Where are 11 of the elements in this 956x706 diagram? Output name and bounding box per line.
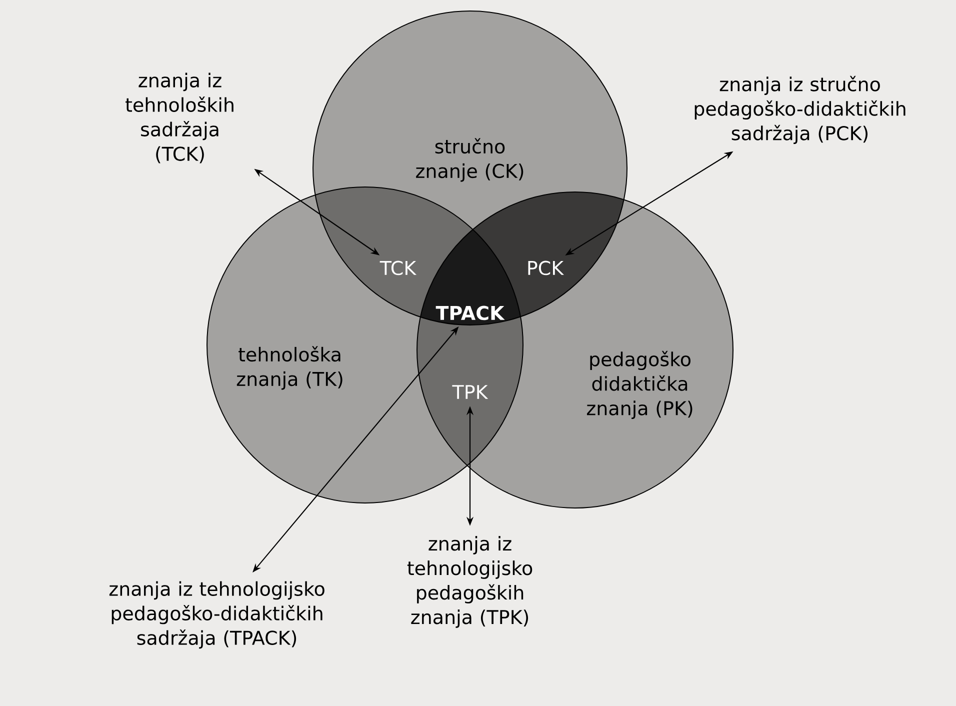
annotation-text: znanja iz tehnologijsko pedagoško-didaktičkih sadržaja (TPACK)	[109, 581, 324, 649]
annotation-text: znanja iz tehnoloških sadržaja (TCK)	[126, 72, 234, 164]
overlap-label: TPACK	[436, 306, 505, 320]
annotation-text: znanja iz tehnologijsko pedagoških znanja (TPK)	[407, 536, 532, 628]
overlap-label: PCK	[528, 260, 564, 276]
annotation-text: znanja iz stručno pedagoško-didaktičkih sadržaja (PCK)	[694, 76, 906, 144]
circle-label: pedagoško didaktička znanja (PK)	[586, 350, 692, 420]
circle-label: tehnološka znanja (TK)	[236, 346, 342, 390]
circle-label: stručno znanje (CK)	[416, 138, 524, 182]
overlap-label: TPK	[452, 385, 488, 399]
overlap-label: TCK	[380, 260, 417, 276]
